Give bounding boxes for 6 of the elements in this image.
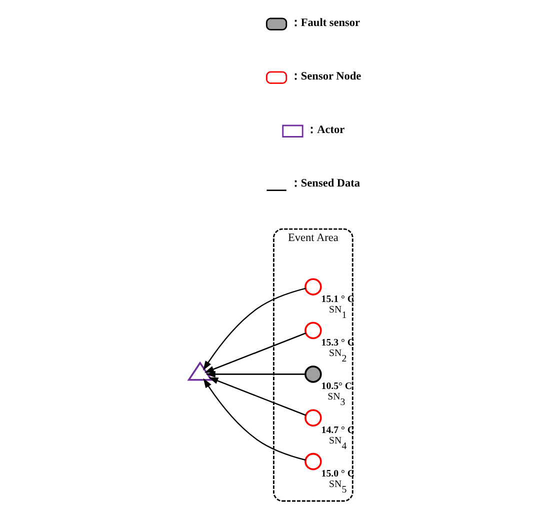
legend-label: ：Sensed Data bbox=[289, 178, 360, 190]
legend-label: ：Sensor Node bbox=[289, 70, 361, 83]
legend-label: ：Fault sensor bbox=[289, 17, 360, 30]
legend-label: ：Actor bbox=[306, 124, 344, 136]
node-label: 15.1 ° C bbox=[320, 294, 354, 305]
node-label: 10.5° C bbox=[320, 381, 352, 392]
